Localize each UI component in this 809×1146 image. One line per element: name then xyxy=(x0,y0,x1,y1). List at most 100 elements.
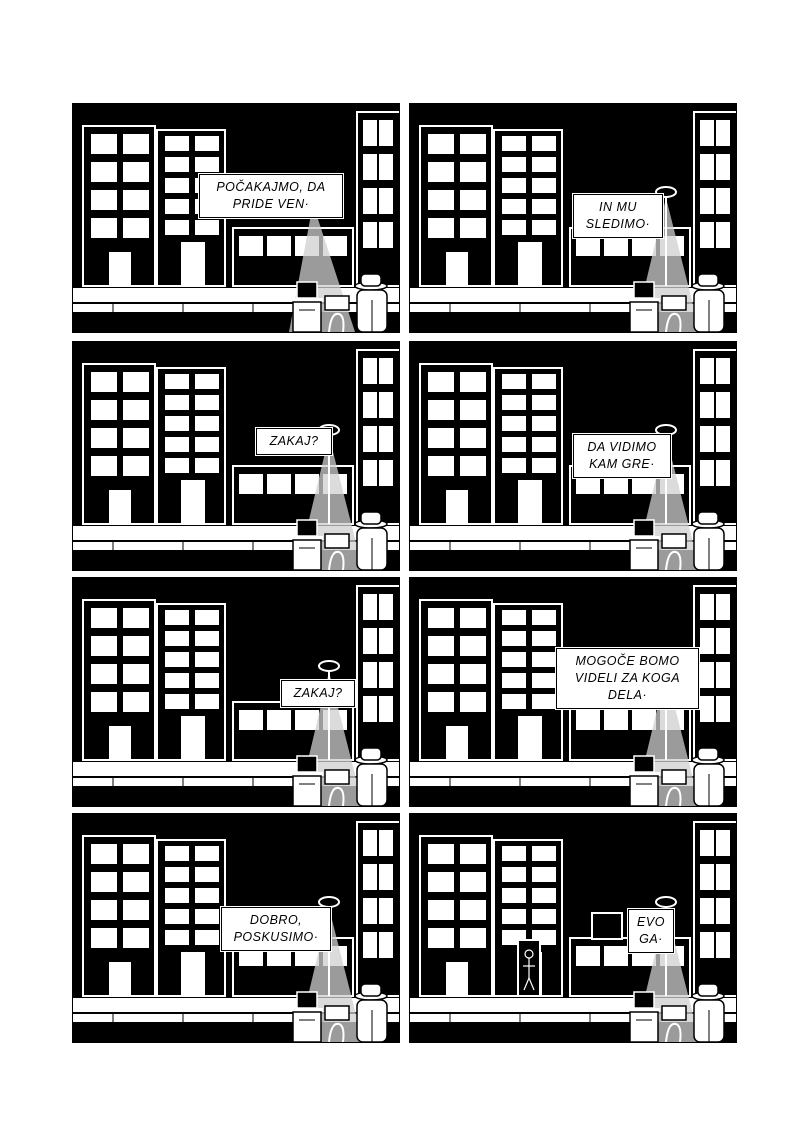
top-hat xyxy=(633,755,655,773)
building-window xyxy=(363,830,377,856)
building-window xyxy=(716,628,730,654)
building-window xyxy=(700,932,714,958)
left-building xyxy=(419,599,493,761)
building-door xyxy=(446,252,468,286)
building-window xyxy=(460,456,486,476)
building-window xyxy=(123,928,149,948)
street-scene xyxy=(73,111,399,332)
building-window xyxy=(91,928,117,948)
building-window xyxy=(379,222,393,248)
building-window xyxy=(295,946,319,966)
building-window xyxy=(165,178,189,193)
building-window xyxy=(195,136,219,151)
doorway-figure xyxy=(517,939,541,997)
building-window xyxy=(165,395,189,410)
characters xyxy=(291,747,388,806)
building-window xyxy=(716,898,730,924)
building-window xyxy=(460,190,486,210)
right-building xyxy=(356,821,399,997)
building-window xyxy=(267,474,291,494)
building-window xyxy=(91,162,117,182)
building-window xyxy=(632,236,656,256)
comic-panel-7: DOBRO, POSKUSIMO· xyxy=(72,813,400,1043)
building-window xyxy=(363,898,377,924)
building-window xyxy=(195,652,219,667)
building-window xyxy=(123,456,149,476)
comic-panel-6: MOGOČE BOMO VIDELI ZA KOGA DELA· xyxy=(409,577,737,807)
building-window xyxy=(379,188,393,214)
building-window xyxy=(267,946,291,966)
building-window xyxy=(379,154,393,180)
caption-bubble: ZAKAJ? xyxy=(280,679,356,708)
building-window xyxy=(716,696,730,722)
street-scene xyxy=(410,821,736,1042)
right-building xyxy=(693,821,736,997)
street-scene xyxy=(73,349,399,570)
building-window xyxy=(700,120,714,146)
building-window xyxy=(716,426,730,452)
building-window xyxy=(195,694,219,709)
building-window xyxy=(195,395,219,410)
building-window xyxy=(195,867,219,882)
building-window xyxy=(502,673,526,688)
building-window xyxy=(91,608,117,628)
middle-building xyxy=(493,603,563,761)
building-window xyxy=(632,474,656,494)
building-window xyxy=(604,236,628,256)
building-window xyxy=(700,154,714,180)
building-window xyxy=(502,631,526,646)
tophat-character xyxy=(292,775,322,806)
umbrella-handle xyxy=(328,550,345,570)
building-window xyxy=(91,428,117,448)
building-window xyxy=(379,898,393,924)
building-door xyxy=(518,242,542,286)
building-window xyxy=(700,628,714,654)
building-window xyxy=(91,456,117,476)
right-building xyxy=(693,585,736,761)
building-window xyxy=(165,220,189,235)
building-window xyxy=(91,636,117,656)
tophat-character xyxy=(292,1011,322,1042)
tophat-character xyxy=(629,301,659,332)
umbrella-handle xyxy=(665,312,682,332)
building-window xyxy=(165,199,189,214)
building-window xyxy=(532,416,556,431)
building-window xyxy=(716,460,730,486)
caption-bubble: DA VIDIMO KAM GRE· xyxy=(572,433,672,479)
building-window xyxy=(195,610,219,625)
building-window xyxy=(502,220,526,235)
building-window xyxy=(502,610,526,625)
building-window xyxy=(604,946,628,966)
building-window xyxy=(363,696,377,722)
building-window xyxy=(363,222,377,248)
building-window xyxy=(239,946,263,966)
right-building xyxy=(693,349,736,525)
building-window xyxy=(267,236,291,256)
lamp-head xyxy=(318,660,340,672)
middle-building xyxy=(156,367,226,525)
building-window xyxy=(123,664,149,684)
building-window xyxy=(363,864,377,890)
building-window xyxy=(379,662,393,688)
umbrella-handle xyxy=(665,1022,682,1042)
building-window xyxy=(502,374,526,389)
building-window xyxy=(502,867,526,882)
building-window xyxy=(379,358,393,384)
caption-bubble: IN MU SLEDIMO· xyxy=(572,193,664,239)
building-window xyxy=(428,928,454,948)
building-window xyxy=(123,844,149,864)
building-window xyxy=(91,372,117,392)
caption-bubble: DOBRO, POSKUSIMO· xyxy=(220,906,332,952)
building-window xyxy=(700,594,714,620)
building-window xyxy=(632,710,656,730)
building-window xyxy=(195,458,219,473)
characters xyxy=(628,747,725,806)
building-window xyxy=(363,188,377,214)
building-window xyxy=(576,710,600,730)
building-window xyxy=(379,864,393,890)
building-window xyxy=(363,426,377,452)
building-window xyxy=(91,400,117,420)
umbrella-handle xyxy=(328,312,345,332)
building-window xyxy=(428,162,454,182)
building-window xyxy=(91,692,117,712)
